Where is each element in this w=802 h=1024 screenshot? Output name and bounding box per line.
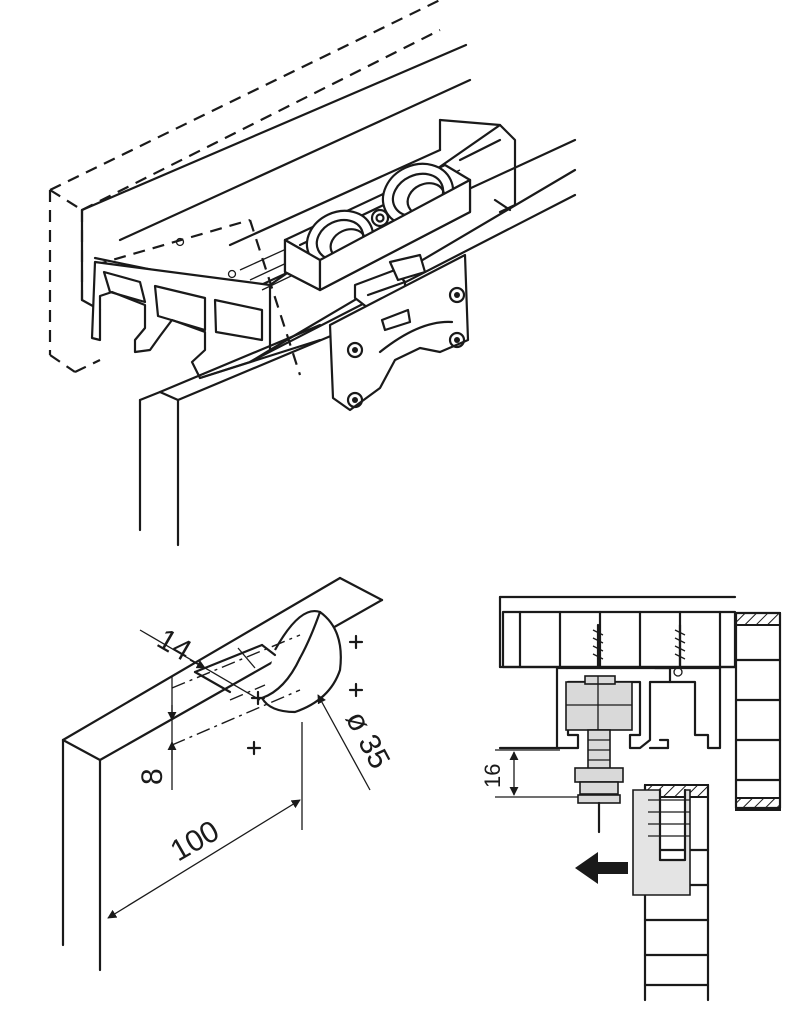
door-panel-section <box>632 783 710 1002</box>
dimension-diameter-35: ø 35 <box>317 694 396 791</box>
top-assembly-view <box>48 0 577 547</box>
adjustment-bolt <box>574 729 624 834</box>
dimension-16: 16 <box>480 749 578 798</box>
door-panel-edge <box>61 576 384 972</box>
side-wall <box>734 611 782 811</box>
dimension-label-16: 16 <box>480 764 505 788</box>
arrow-left-icon <box>575 852 628 884</box>
door-panel-top <box>138 323 347 547</box>
mounting-bracket <box>328 253 470 412</box>
section-view: 16 <box>480 595 782 1002</box>
roller-carriage <box>283 162 472 292</box>
dimension-label-diameter: ø 35 <box>339 706 396 774</box>
screw-marks <box>246 634 364 756</box>
dimension-label-8: 8 <box>136 768 169 785</box>
dimension-label-14: 14 <box>152 622 197 667</box>
dimension-8: 8 <box>136 676 177 790</box>
carriage-section <box>565 675 633 731</box>
track-section <box>498 666 722 750</box>
dimension-100: 100 <box>107 722 303 919</box>
cup-hole <box>260 609 342 714</box>
track-screws <box>592 623 686 670</box>
drilling-detail-view: 14 8 100 ø 35 <box>61 576 396 972</box>
dimension-label-100: 100 <box>165 814 225 868</box>
ceiling-beam <box>498 595 737 669</box>
mounting-groove <box>171 634 301 746</box>
